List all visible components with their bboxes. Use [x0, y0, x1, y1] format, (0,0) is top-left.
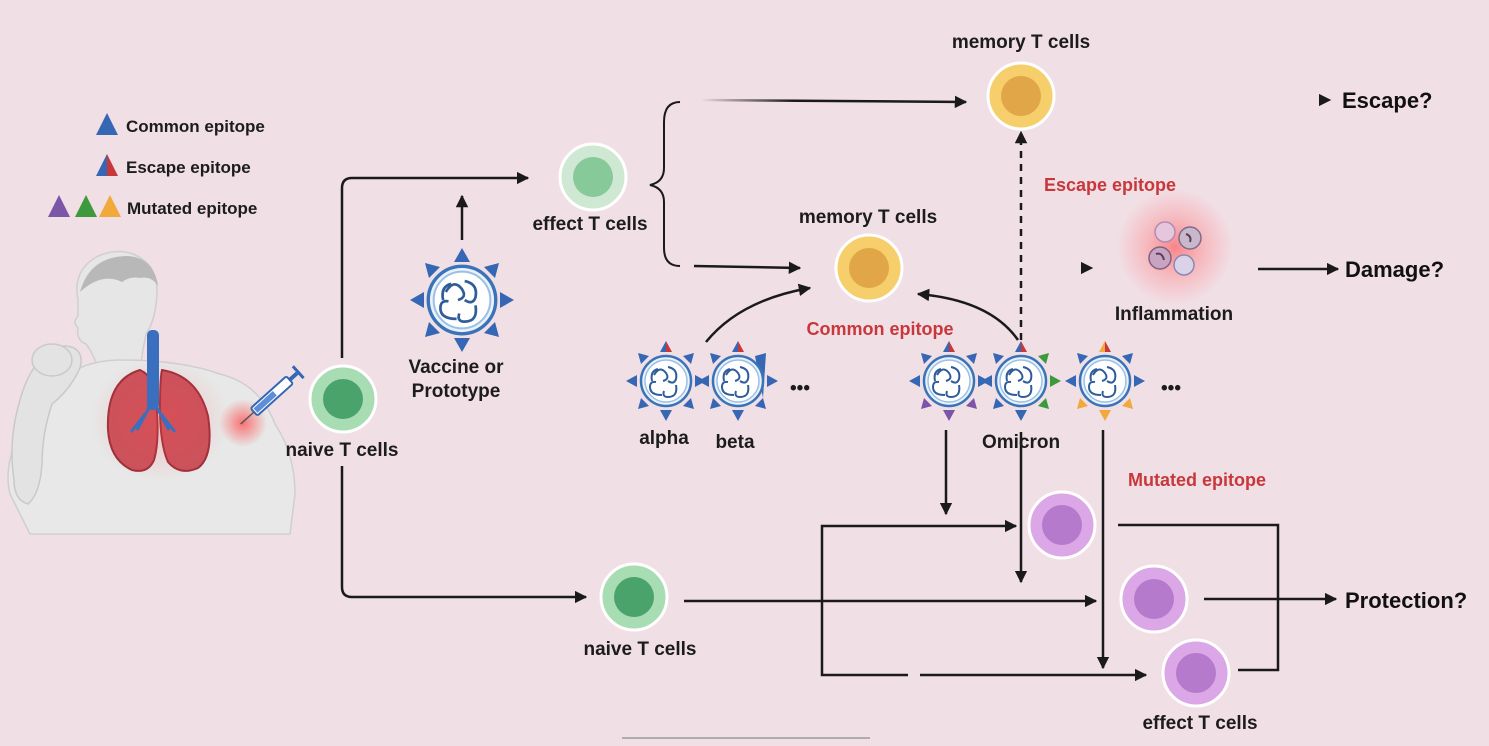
protection-bracket — [1118, 523, 1280, 672]
label-memory-top: memory T cells — [952, 32, 1090, 53]
arrow-naive-to-naive-bottom — [340, 466, 588, 604]
label-dots-left: ••• — [790, 378, 810, 399]
cell-mutated-mid — [1119, 564, 1189, 634]
legend-mutated-label: Mutated epitope — [127, 199, 257, 218]
vaccine-virus — [410, 248, 514, 352]
legend-mutated-triangle-purple — [48, 195, 70, 217]
legend-common-triangle — [96, 113, 118, 135]
label-mutated-epitope: Mutated epitope — [1128, 470, 1266, 490]
cell-mutated-bottom — [1161, 638, 1231, 708]
label-dots-right: ••• — [1161, 378, 1181, 399]
cell-memory-top — [986, 61, 1056, 131]
arrow-bus-to-mutated-top — [820, 519, 1018, 601]
arrow-alpha-to-memory — [705, 283, 812, 343]
arrow-to-memory-mid — [693, 261, 802, 275]
legend-common-label: Common epitope — [126, 117, 265, 136]
cell-memory-mid — [834, 233, 904, 303]
cell-naive-bottom — [599, 562, 669, 632]
arrow-bus-to-mutated-bottom — [820, 601, 1146, 675]
label-naive-bottom: naive T cells — [583, 639, 696, 660]
label-naive-left: naive T cells — [285, 440, 398, 461]
legend-escape-triangle-blue — [96, 154, 107, 176]
label-effect-top: effect T cells — [532, 214, 647, 235]
label-escape-epitope: Escape epitope — [1044, 175, 1176, 195]
label-alpha: alpha — [639, 428, 689, 449]
patient-illustration — [7, 250, 305, 535]
virus-omicron-orange — [1065, 341, 1145, 421]
arrow-to-memory-top — [699, 95, 968, 109]
cell-mutated-top — [1027, 490, 1097, 560]
virus-alpha — [626, 341, 706, 421]
arrow-naive-to-effect — [340, 171, 530, 358]
virus-omicron-green — [981, 341, 1061, 421]
label-vaccine-line1: Vaccine or — [408, 357, 504, 378]
cell-effect-top — [558, 142, 628, 212]
outcome-protection: Protection? — [1345, 588, 1467, 613]
outcome-damage: Damage? — [1345, 257, 1444, 282]
legend-escape-label: Escape epitope — [126, 158, 251, 177]
legend-mutated-triangle-green — [75, 195, 97, 217]
label-common-epitope: Common epitope — [807, 319, 954, 339]
label-effect-bottom: effect T cells — [1142, 713, 1257, 734]
label-vaccine-line2: Prototype — [412, 381, 501, 402]
label-memory-mid: memory T cells — [799, 207, 937, 228]
legend-escape-triangle-red — [107, 154, 118, 176]
label-omicron: Omicron — [982, 432, 1060, 453]
virus-beta — [698, 341, 778, 421]
effect-brace — [649, 101, 681, 267]
inflammation-icon — [1117, 189, 1233, 305]
label-inflammation: Inflammation — [1115, 304, 1233, 325]
cell-naive-left — [308, 364, 378, 434]
outcome-escape: Escape? — [1342, 88, 1433, 113]
legend: Common epitope Escape epitope Mutated ep… — [48, 113, 265, 218]
label-beta: beta — [715, 432, 755, 453]
virus-omicron-purple — [909, 341, 989, 421]
arrows — [340, 93, 1340, 675]
legend-mutated-triangle-orange — [99, 195, 121, 217]
arrow-omicron-to-memory — [916, 288, 1020, 341]
